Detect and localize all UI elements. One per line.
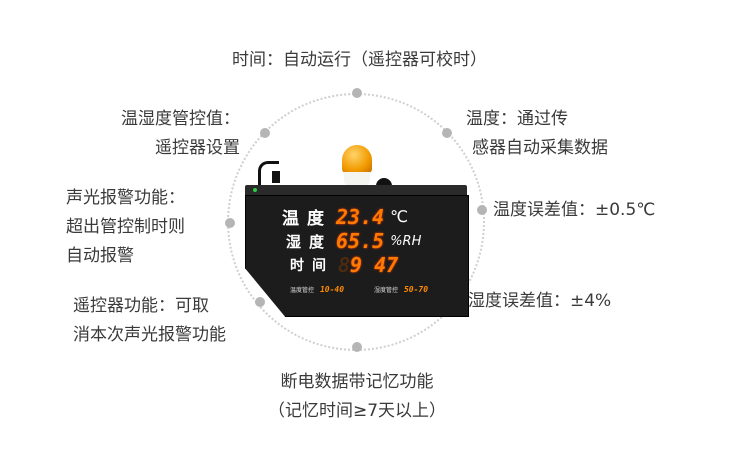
feature-remote-line2: 消本次声光报警功能 [73, 325, 226, 345]
led-display-device: 温度 23.4 ℃ 湿度 65.5 %RH 时间 8 9 47 温度管控 10-… [245, 145, 469, 322]
power-cable [258, 161, 279, 186]
feature-alarm-line1: 声光报警功能： [66, 188, 185, 208]
power-plug [272, 171, 280, 183]
humidity-value: 65.5 [336, 229, 385, 253]
feature-memory-line1: 断电数据带记忆功能 [280, 372, 434, 392]
device-top-rail [245, 185, 467, 195]
ring-dot-left [225, 218, 235, 228]
temp-row: 温度 23.4 ℃ [282, 204, 409, 230]
time-minute: 47 [374, 253, 399, 277]
power-led-icon [253, 188, 257, 192]
ring-dot-upper-right [442, 128, 452, 138]
feature-humidity-error: 湿度误差值：±4% [468, 291, 612, 311]
feature-threshold-line1: 温湿度管控值： [121, 109, 240, 129]
humidity-range-label: 湿度管控 [374, 287, 399, 294]
temp-label: 温度 [282, 209, 332, 229]
ring-dot-lower-left [255, 297, 265, 307]
feature-remote-line1: 遥控器功能：可取 [73, 296, 209, 316]
feature-alarm-line2: 超出管控制时则 [66, 217, 185, 237]
time-hour: 9 [350, 253, 363, 277]
feature-memory: 断电数据带记忆功能 （记忆时间≥7天以上） [250, 368, 464, 426]
humidity-unit: %RH [390, 233, 422, 249]
temp-range-value: 10-40 [319, 285, 345, 294]
humidity-range: 湿度管控 50-70 [374, 285, 428, 294]
time-row: 时间 8 9 47 [290, 253, 398, 277]
feature-threshold-line2: 遥控器设置 [155, 138, 240, 158]
ring-dot-right [477, 205, 487, 215]
ring-dot-upper-left [260, 128, 270, 138]
ring-dot-bottom [352, 342, 362, 352]
feature-temp-error: 温度误差值：±0.5℃ [493, 200, 656, 220]
feature-time: 时间：自动运行（遥控器可校时） [232, 50, 487, 70]
feature-memory-line2: （记忆时间≥7天以上） [267, 401, 447, 421]
alarm-lamp-icon [342, 145, 372, 173]
temp-range: 温度管控 10-40 [290, 285, 344, 294]
temp-range-label: 温度管控 [290, 287, 315, 294]
buzzer-knob [376, 178, 392, 188]
feature-temp-sensor-line2: 感器自动采集数据 [472, 138, 608, 158]
feature-alarm: 声光报警功能： 超出管控制时则 自动报警 [66, 184, 185, 271]
feature-remote: 遥控器功能：可取 消本次声光报警功能 [73, 292, 226, 350]
feature-threshold: 温湿度管控值： 遥控器设置 [95, 105, 240, 163]
display-panel: 温度 23.4 ℃ 湿度 65.5 %RH 时间 8 9 47 温度管控 10-… [245, 195, 469, 317]
feature-alarm-line3: 自动报警 [66, 246, 134, 266]
feature-temp-sensor-line1: 温度：通过传 [466, 109, 568, 129]
ring-dot-top [352, 88, 362, 98]
alarm-lamp-base [344, 172, 370, 186]
temp-value: 23.4 [336, 204, 385, 229]
feature-temp-sensor: 温度：通过传 感器自动采集数据 [466, 105, 608, 163]
humidity-range-value: 50-70 [403, 285, 429, 294]
time-label: 时间 [290, 258, 334, 274]
humidity-row: 湿度 65.5 %RH [286, 229, 421, 253]
humidity-label: 湿度 [286, 232, 333, 251]
time-hour-dim: 8 [338, 253, 351, 277]
temp-unit: ℃ [390, 207, 409, 226]
